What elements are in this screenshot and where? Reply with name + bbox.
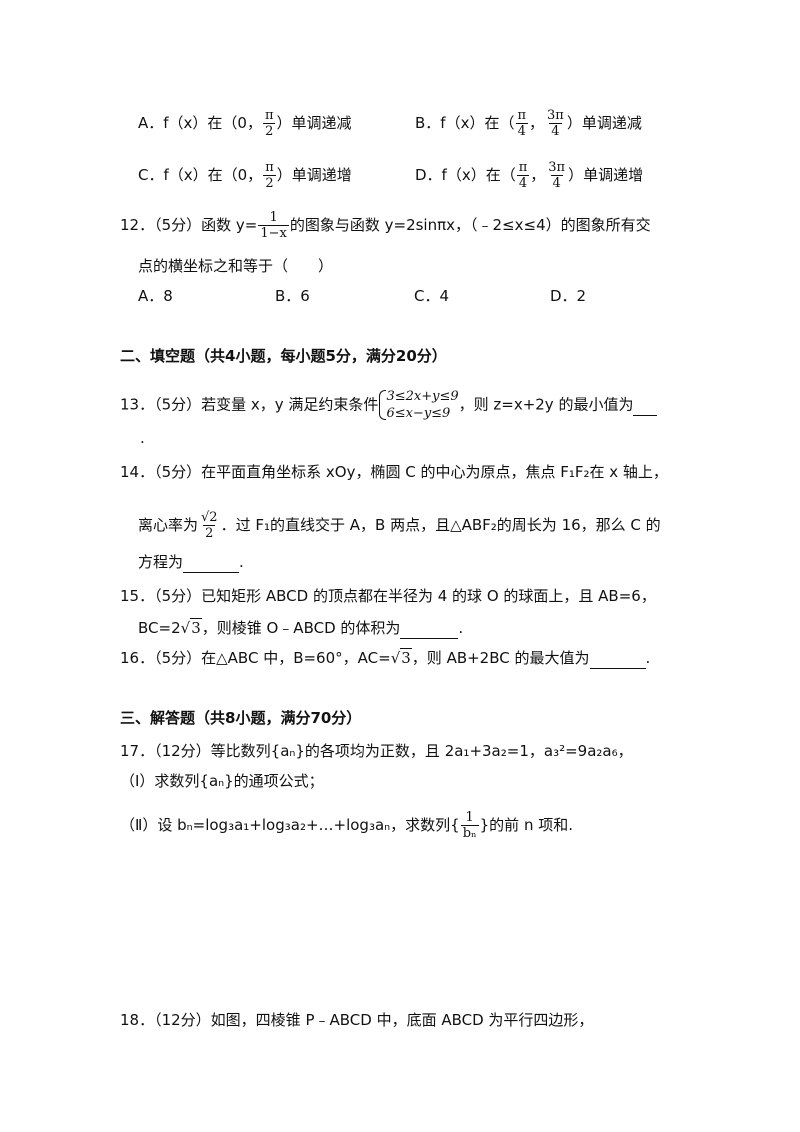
q15-line1: 15．（5分）已知矩形 ABCD 的顶点都在半径为 4 的球 O 的球面上，且 … [120, 587, 656, 605]
section-heading-solutions: 三、解答题（共8小题，满分70分） [120, 709, 362, 727]
answer-blank [183, 552, 240, 573]
q12-stem-line2: 点的横坐标之和等于（ ） [138, 257, 334, 275]
q17-part1: （Ⅰ）求数列{aₙ}的通项公式； [120, 772, 324, 790]
answer-blank [589, 648, 646, 669]
q17-line1: 17．（12分）等比数列{aₙ}的各项均为正数，且 2a₁+3a₂=1，a₃²=… [120, 742, 633, 760]
square-root: √3 [180, 618, 202, 637]
q12-option-d: D．2 [550, 287, 587, 305]
q12-option-c: C．4 [414, 287, 450, 305]
q13-end: . [140, 429, 145, 447]
answer-blank [633, 395, 658, 416]
q12-option-a: A．8 [138, 287, 173, 305]
q15-line2: BC=2√3，则棱锥 O﹣ABCD 的体积为 . [138, 618, 464, 639]
q12-option-b: B．6 [275, 287, 310, 305]
q14-line3: 方程为 . [138, 552, 244, 573]
answer-blank [400, 618, 459, 639]
section-heading-fill-in: 二、填空题（共4小题，每小题5分，满分20分） [120, 347, 447, 365]
q14-line1: 14．（5分）在平面直角坐标系 xOy，椭圆 C 的中心为原点，焦点 F₁F₂在… [120, 463, 668, 481]
square-root: √3 [390, 648, 412, 667]
q16-stem: 16．（5分）在△ABC 中，B=60°，AC=√3，则 AB+2BC 的最大值… [120, 648, 651, 669]
q18-line1: 18．（12分）如图，四棱锥 P﹣ABCD 中，底面 ABCD 为平行四边形， [120, 1011, 594, 1029]
